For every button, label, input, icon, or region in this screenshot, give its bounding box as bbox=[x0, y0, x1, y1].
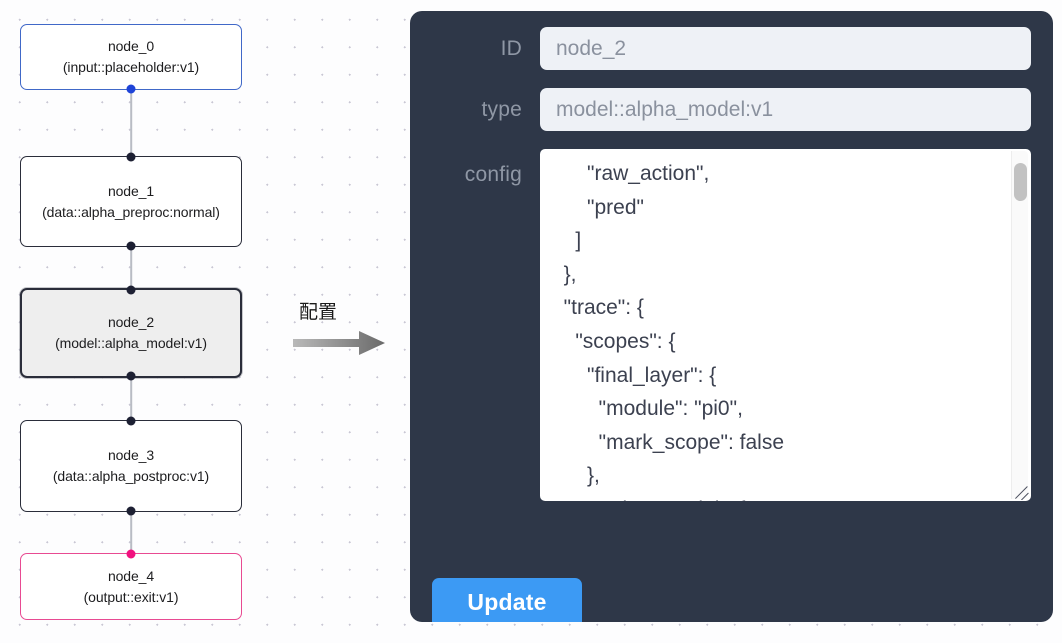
id-input[interactable] bbox=[540, 27, 1031, 70]
graph-node-node_1[interactable]: node_1 (data::alpha_preproc:normal) bbox=[20, 152, 242, 251]
config-textarea[interactable]: "raw_action", "pred" ] }, "trace": { "sc… bbox=[540, 149, 1031, 501]
type-field-label: type bbox=[481, 97, 522, 121]
type-input[interactable] bbox=[540, 88, 1031, 131]
node-handle-target[interactable] bbox=[126, 549, 136, 559]
annotation-label: 配置 bbox=[299, 301, 338, 323]
node-subtitle: (output::exit:v1) bbox=[83, 588, 179, 605]
field-row-id: ID bbox=[432, 27, 1031, 70]
config-textarea-wrap: "raw_action", "pred" ] }, "trace": { "sc… bbox=[540, 149, 1031, 501]
node-handle-source[interactable] bbox=[126, 241, 136, 251]
resize-grip-icon[interactable] bbox=[1011, 482, 1029, 500]
edge-node2-node3 bbox=[130, 378, 132, 419]
node-subtitle: (model::alpha_model:v1) bbox=[55, 335, 207, 351]
config-field-label: config bbox=[464, 163, 522, 186]
node-title: node_3 bbox=[107, 447, 155, 463]
node-handle-source[interactable] bbox=[126, 84, 136, 94]
node-handle-source[interactable] bbox=[126, 506, 136, 516]
field-row-config: config "raw_action", "pred" ] }, "trace"… bbox=[432, 149, 1031, 501]
node-title: node_4 bbox=[107, 567, 155, 584]
graph-node-node_3[interactable]: node_3 (data::alpha_postproc:v1) bbox=[20, 416, 242, 516]
id-field-label: ID bbox=[500, 36, 522, 60]
graph-node-node_4[interactable]: node_4 (output::exit:v1) bbox=[20, 549, 242, 620]
node-title: node_0 bbox=[107, 38, 155, 54]
node-config-panel: ID type config "raw_action", "pred" ] },… bbox=[410, 11, 1053, 622]
edge-node0-node1 bbox=[130, 90, 132, 156]
node-subtitle: (data::alpha_preproc:normal) bbox=[42, 203, 220, 220]
node-subtitle: (data::alpha_postproc:v1) bbox=[52, 468, 210, 484]
node-title: node_1 bbox=[107, 182, 155, 199]
edge-node1-node2 bbox=[130, 247, 132, 288]
graph-node-node_0[interactable]: node_0 (input::placeholder:v1) bbox=[20, 24, 242, 94]
node-handle-target[interactable] bbox=[126, 285, 136, 295]
node-subtitle: (input::placeholder:v1) bbox=[62, 59, 200, 75]
right-arrow-icon bbox=[293, 331, 385, 355]
update-button[interactable]: Update bbox=[432, 578, 582, 622]
config-scrollbar-thumb[interactable] bbox=[1014, 163, 1027, 201]
graph-node-node_2[interactable]: node_2 (model::alpha_model:v1) bbox=[20, 285, 242, 381]
annotation-group: 配置 bbox=[291, 300, 401, 356]
field-row-type: type bbox=[432, 88, 1031, 131]
node-handle-target[interactable] bbox=[126, 152, 136, 162]
edge-node3-node4 bbox=[130, 512, 132, 553]
node-handle-target[interactable] bbox=[126, 416, 136, 426]
node-title: node_2 bbox=[107, 314, 155, 330]
config-scrollbar-track[interactable] bbox=[1011, 151, 1028, 499]
node-handle-source[interactable] bbox=[126, 371, 136, 381]
